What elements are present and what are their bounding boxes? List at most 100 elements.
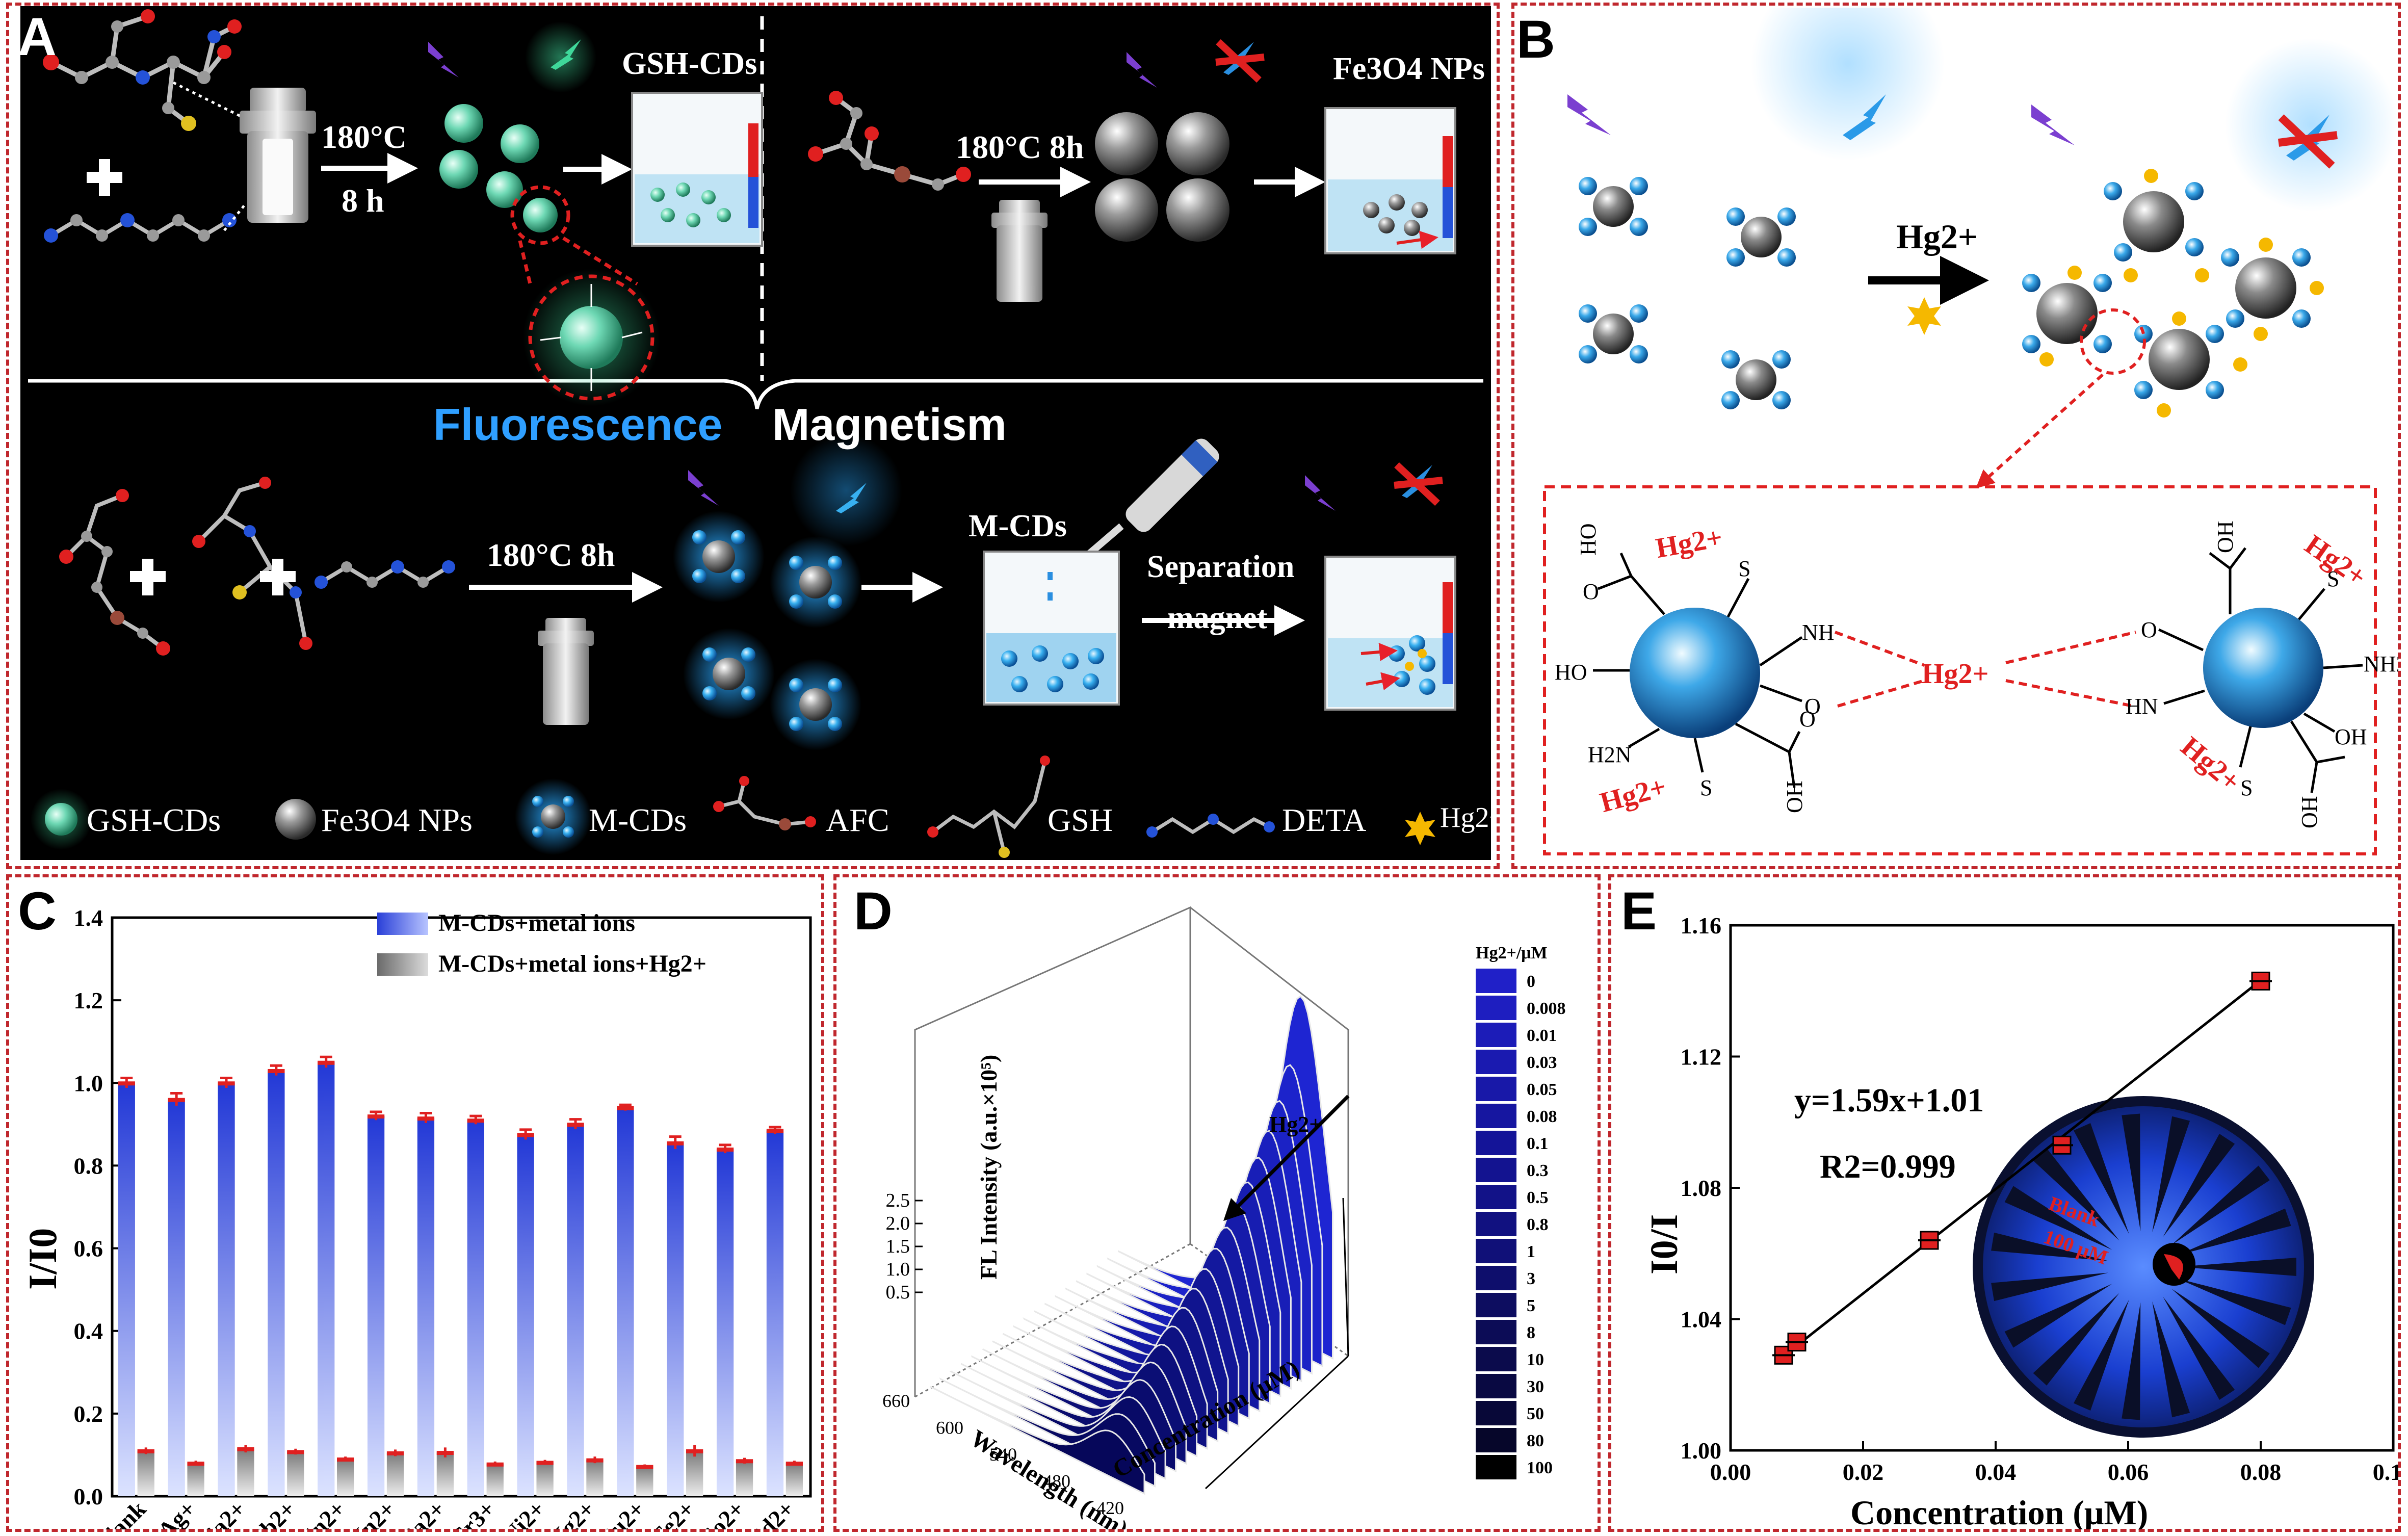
bar-series-2 xyxy=(137,1450,154,1496)
condition-time-1: 8 h xyxy=(342,183,384,219)
e-ytick-label: 1.00 xyxy=(1681,1438,1722,1464)
inset-tube xyxy=(1991,1272,2108,1301)
d-legend-label: 1 xyxy=(1527,1242,1535,1261)
d-ztick-label: 1.5 xyxy=(886,1236,910,1257)
m-cds-title: M-CDs xyxy=(969,509,1067,543)
c-ytick-label: 0.2 xyxy=(74,1401,103,1427)
inset-tube xyxy=(2074,1123,2129,1234)
bar-series-1 xyxy=(367,1116,385,1496)
inset-tube xyxy=(2163,1296,2235,1400)
d-xtick-label: 480 xyxy=(1043,1471,1070,1492)
d-legend-swatch xyxy=(1476,1212,1516,1236)
d-legend-swatch xyxy=(1476,1455,1516,1479)
inset-tube xyxy=(2004,1186,2112,1250)
m-cds-dispersed xyxy=(1579,177,1796,409)
panel-a-legend xyxy=(31,756,1435,858)
d-legend-swatch xyxy=(1476,1185,1516,1209)
fe3o4-nps-particles xyxy=(1095,112,1229,242)
c-xtick-label: Ba2+ xyxy=(395,1496,450,1529)
panel-b-drawing: HO O HO NH O H2N O OH S S OH O S NH2 HN … xyxy=(1543,8,2398,855)
d-legend-label: 80 xyxy=(1527,1431,1544,1450)
d-xtick-label: 540 xyxy=(989,1444,1017,1465)
condition-temp-1: 180°C xyxy=(321,119,407,155)
e-equation: y=1.59x+1.01 xyxy=(1794,1082,1984,1119)
no-fluorescence-icon xyxy=(1394,462,1443,506)
inset-photo: Blank 100 μM xyxy=(1973,1096,2314,1438)
d-legend-swatch xyxy=(1476,1266,1516,1290)
d-legend-label: 30 xyxy=(1527,1377,1544,1396)
bar-series-2 xyxy=(786,1463,803,1496)
bar-series-1 xyxy=(318,1062,335,1496)
beaker-separation xyxy=(1324,556,1456,711)
d-legend-swatch xyxy=(1476,996,1516,1020)
spectrum-trace xyxy=(930,1386,1145,1495)
panel-e-border xyxy=(1608,874,2401,1532)
d-ztick-label: 0.5 xyxy=(886,1282,910,1303)
hg-label: Hg2+ xyxy=(2175,731,2246,798)
d-xtick-label: 420 xyxy=(1096,1498,1124,1518)
inset-tube xyxy=(2122,1113,2141,1232)
bar-series-1 xyxy=(716,1149,734,1496)
d-legend-swatch xyxy=(1476,1131,1516,1155)
magnetism-label: Magnetism xyxy=(772,399,1007,450)
d-legend-label: 0.05 xyxy=(1527,1080,1557,1099)
panel-b-border xyxy=(1511,3,2401,869)
bar-series-1 xyxy=(268,1070,285,1496)
group-label: S xyxy=(1738,556,1750,581)
group-label: O xyxy=(1583,579,1599,604)
inset-tube xyxy=(2171,1288,2270,1368)
d-legend-swatch xyxy=(1476,1239,1516,1263)
d-legend-label: 0.008 xyxy=(1527,999,1566,1018)
d-legend-label: 0.1 xyxy=(1527,1134,1549,1153)
condition-2: 180°C 8h xyxy=(956,129,1084,165)
e-xlabel: Concentration (μM) xyxy=(1850,1493,2148,1529)
inset-tube xyxy=(2122,1302,2141,1420)
gsh-cds-particles xyxy=(439,104,660,406)
m-cds-particles xyxy=(673,511,861,750)
d-legend-label: 3 xyxy=(1527,1269,1535,1288)
panel-a-label: A xyxy=(18,7,57,67)
bar-series-2 xyxy=(237,1448,254,1496)
e-xtick-label: 0.00 xyxy=(1710,1459,1751,1485)
bar-series-2 xyxy=(486,1464,504,1496)
d-legend-label: 50 xyxy=(1527,1404,1544,1423)
inset-tube xyxy=(2033,1148,2119,1241)
e-ytick-label: 1.08 xyxy=(1681,1175,1722,1201)
c-xtick-label: Cu2+ xyxy=(592,1496,649,1529)
bar-series-1 xyxy=(467,1120,484,1496)
group-label: OH xyxy=(2335,724,2367,749)
d-legend-label: 8 xyxy=(1527,1323,1535,1342)
bar-series-2 xyxy=(586,1460,604,1496)
c-xtick-label: Co2+ xyxy=(693,1496,750,1529)
e-r2: R2=0.999 xyxy=(1820,1148,1956,1185)
c-xtick-label: Ag+ xyxy=(153,1496,201,1529)
c-ytick-label: 1.0 xyxy=(74,1070,103,1096)
e-xtick-label: 0.08 xyxy=(2240,1459,2282,1485)
bar-series-2 xyxy=(386,1452,404,1496)
bar-series-2 xyxy=(536,1462,554,1496)
c-xtick-label: Pb2+ xyxy=(245,1496,301,1529)
e-ytick-label: 1.16 xyxy=(1681,913,1722,939)
panel-a: GSH-CDs Fe3O4 NPs 180°C 8 h 180°C 8h Flu… xyxy=(20,6,1505,860)
c-xtick-label: Cr3+ xyxy=(444,1496,500,1529)
c-ytick-label: 0.4 xyxy=(74,1318,103,1344)
bar-series-2 xyxy=(436,1452,454,1496)
panel-c-label: C xyxy=(18,881,57,941)
legend-deta: DETA xyxy=(1282,802,1367,838)
autoclave-icon xyxy=(240,88,316,223)
autoclave-icon xyxy=(991,200,1048,302)
bar-series-1 xyxy=(118,1083,135,1496)
c-xtick-label: Cd2+ xyxy=(742,1496,799,1529)
beaker-fe3o4 xyxy=(1324,107,1456,254)
bar-series-1 xyxy=(617,1107,634,1496)
d-legend-label: 0.08 xyxy=(1527,1107,1557,1126)
d-zlabel: FL Intensity (a.u.×10⁵) xyxy=(976,1055,1002,1280)
legend-swatch-gray xyxy=(377,953,428,976)
group-label: HN xyxy=(2126,694,2158,719)
d-legend-label: 100 xyxy=(1527,1459,1553,1477)
d-legend-swatch xyxy=(1476,1023,1516,1047)
m-cds-aggregate xyxy=(2022,169,2324,418)
group-label: HO xyxy=(1555,660,1587,685)
